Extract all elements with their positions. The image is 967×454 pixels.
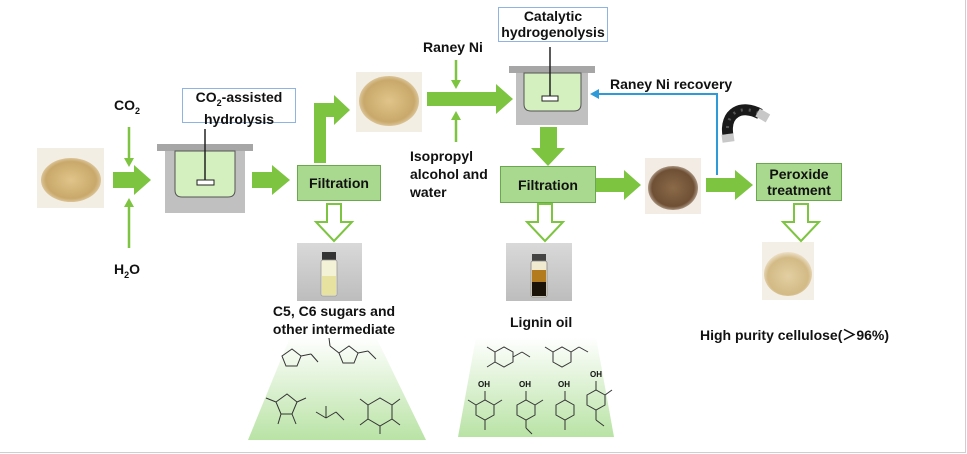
hydrogenolysis-reactor	[509, 47, 595, 125]
lignin-oil-label: Lignin oil	[510, 314, 573, 330]
solvent-label: Isopropyl alcohol and water	[410, 148, 488, 200]
filtration1-liquid-arrow	[313, 203, 355, 243]
filtration2-liquid-arrow	[524, 203, 566, 243]
filtration-box-1: Filtration	[297, 165, 381, 201]
reactor-to-filtration2-arrow	[531, 127, 565, 166]
h2o-input-arrow	[124, 198, 134, 248]
oh-group-label: OH	[558, 380, 570, 389]
co2-label: CO2	[114, 97, 141, 116]
oh-group-label: OH	[590, 370, 602, 379]
oh-group-label: OH	[519, 380, 531, 389]
oh-group-label: OH	[478, 380, 490, 389]
lignin-depleted-solid-sample	[645, 158, 701, 214]
filtration2-to-solid-arrow	[596, 170, 641, 200]
biomass-to-reactor-arrow	[113, 165, 151, 195]
magnet-icon	[721, 104, 771, 143]
solvent-input-arrow	[451, 111, 461, 142]
sugars-label: C5, C6 sugars and other intermediate	[272, 303, 396, 337]
co2-hydrolysis-label: CO2-assisted hydrolysis	[182, 88, 296, 127]
raney-ni-input-arrow	[451, 60, 461, 89]
lignin-oil-vial	[506, 243, 572, 301]
sugars-structures-panel	[248, 337, 426, 440]
solid-to-peroxide-arrow	[706, 170, 753, 200]
h2o-label: H2O	[114, 261, 141, 280]
lignin-structures-panel	[458, 337, 614, 437]
raw-biomass-sample	[37, 148, 104, 208]
catalytic-hydrogenolysis-label: Catalytic hydrogenolysis	[498, 7, 608, 42]
raney-ni-recovery-arrow	[590, 89, 718, 175]
co2-input-arrow	[124, 127, 134, 167]
peroxide-output-arrow	[780, 203, 822, 243]
solid-to-reactor-arrow	[427, 84, 513, 114]
cellulose-label: High purity cellulose(＞96%)	[700, 327, 890, 343]
raney-ni-recovery-label: Raney Ni recovery	[610, 76, 733, 92]
raney-ni-label: Raney Ni	[423, 39, 483, 55]
filtration-to-solid-arrow	[314, 95, 350, 163]
chemical-structure	[265, 337, 401, 434]
pretreated-solid-sample	[356, 72, 422, 132]
reactor-to-filtration-arrow	[252, 165, 290, 195]
chemical-structure	[467, 346, 613, 435]
cellulose-sample	[762, 242, 814, 300]
sugars-vial	[297, 243, 362, 301]
peroxide-treatment-box: Peroxide treatment	[756, 163, 842, 201]
filtration-box-2: Filtration	[500, 166, 596, 203]
hydrolysis-reactor	[157, 129, 253, 213]
